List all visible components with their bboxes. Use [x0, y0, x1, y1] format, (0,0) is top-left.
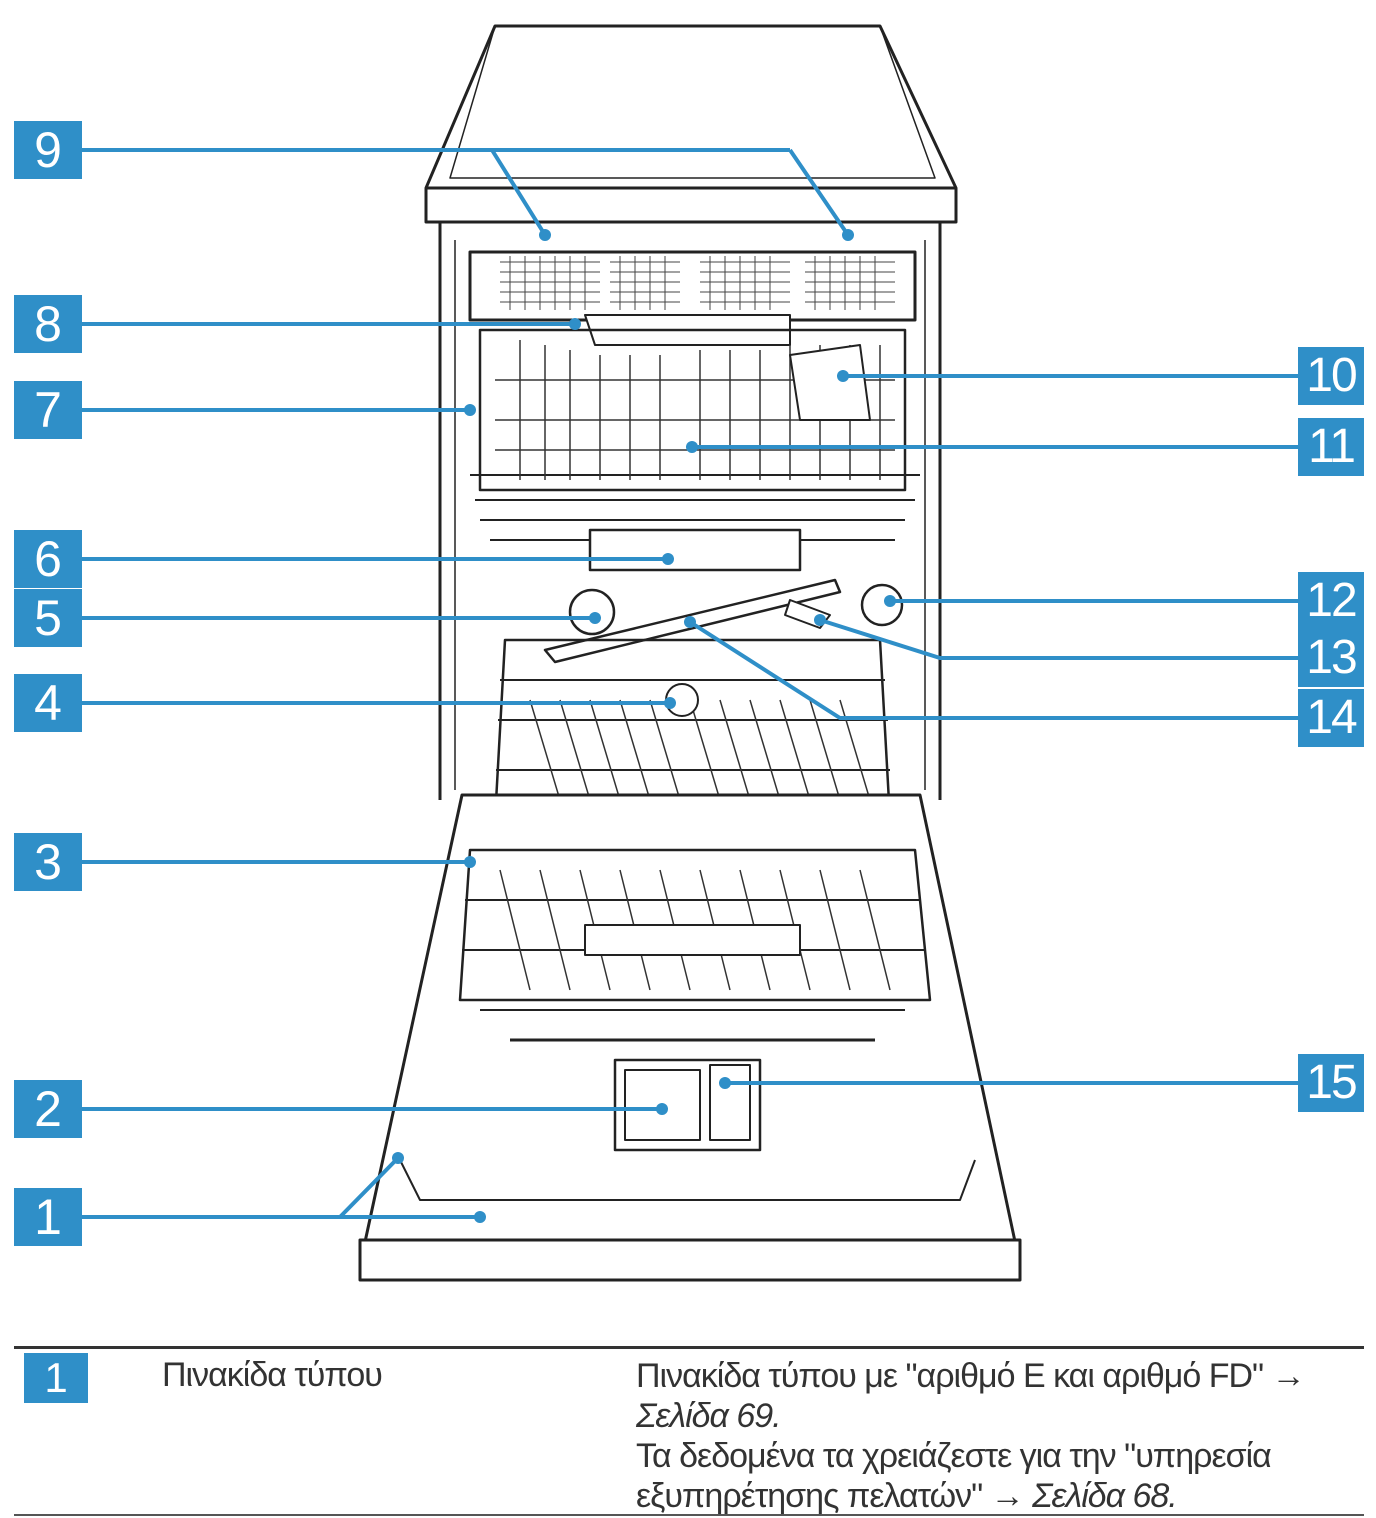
upper-spray-arm — [588, 528, 802, 572]
legend-item-description: Πινακίδα τύπου με "αριθμό Ε και αριθμό F… — [636, 1356, 1356, 1516]
worktop — [424, 24, 958, 224]
legend-page-ref-2[interactable]: Σελίδα 68 — [1032, 1477, 1169, 1515]
legend-period-1: . — [772, 1397, 782, 1435]
callout-5: 5 — [14, 589, 82, 647]
dishwasher-diagram — [82, 24, 1298, 1282]
lower-basket — [493, 638, 892, 822]
legend-desc-line2: Τα δεδομένα τα χρειάζεστε για την "υπηρε… — [636, 1437, 1272, 1515]
detergent-dispenser — [613, 1058, 762, 1152]
callout-7: 7 — [14, 381, 82, 439]
leader-lines — [82, 148, 1298, 1219]
callout-15: 15 — [1298, 1054, 1364, 1112]
legend-number-badge: 1 — [24, 1353, 88, 1403]
legend-item-name: Πινακίδα τύπου — [162, 1356, 383, 1394]
leader-13 — [819, 618, 1298, 660]
legend-desc-line1: Πινακίδα τύπου με "αριθμό Ε και αριθμό F… — [636, 1357, 1306, 1395]
dosing-circle — [568, 588, 616, 636]
leader-dots — [392, 229, 896, 1223]
callout-8: 8 — [14, 295, 82, 353]
legend-page-ref-1[interactable]: Σελίδα 69 — [636, 1397, 773, 1435]
leader-1 — [82, 1156, 480, 1219]
cutlery-drawer — [468, 250, 917, 322]
callout-12: 12 — [1298, 572, 1364, 630]
dishwasher-drawing — [358, 24, 1022, 1282]
callout-10: 10 — [1298, 347, 1364, 405]
callout-11: 11 — [1298, 418, 1364, 476]
callout-13: 13 — [1298, 629, 1364, 687]
door — [358, 793, 1022, 1267]
callout-2: 2 — [14, 1080, 82, 1138]
callout-3: 3 — [14, 833, 82, 891]
callout-9: 9 — [14, 121, 82, 179]
legend-top-rule — [14, 1346, 1364, 1349]
legend-bottom-rule — [14, 1514, 1364, 1516]
upper-basket — [478, 328, 907, 492]
leader-9 — [82, 148, 850, 237]
callout-4: 4 — [14, 674, 82, 732]
callout-1: 1 — [14, 1188, 82, 1246]
callout-14: 14 — [1298, 689, 1364, 747]
callout-6: 6 — [14, 530, 82, 588]
legend-period-2: . — [1168, 1477, 1178, 1515]
leader-14 — [688, 620, 1298, 720]
